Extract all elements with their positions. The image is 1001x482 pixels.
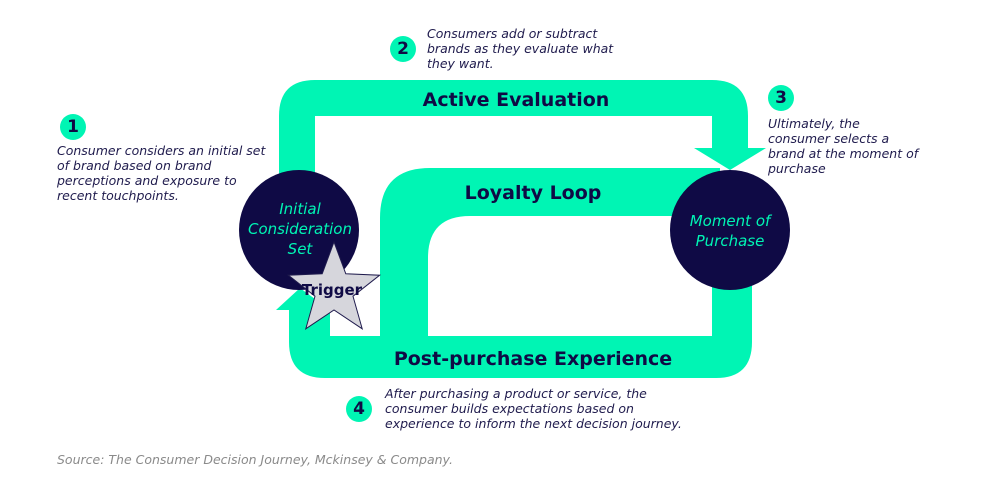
step-note-2: Consumers add or subtract brands as they… bbox=[427, 26, 613, 71]
trigger-star bbox=[286, 240, 382, 330]
step-badge-2: 2 bbox=[390, 36, 416, 62]
step-note-4: After purchasing a product or service, t… bbox=[385, 386, 682, 431]
initial-consideration-label-line-1: Initial bbox=[279, 200, 321, 218]
trigger-label: Trigger bbox=[302, 281, 363, 299]
note-line: of brand based on brand bbox=[57, 158, 212, 173]
step-note-1: Consumer considers an initial set of bra… bbox=[57, 143, 265, 203]
moment-of-purchase-label-line-1: Moment of bbox=[690, 212, 773, 230]
active-evaluation-band bbox=[279, 80, 766, 230]
moment-of-purchase-label-line-2: Purchase bbox=[696, 232, 765, 250]
moment-of-purchase-circle bbox=[670, 170, 790, 290]
loyalty-loop-band bbox=[380, 168, 720, 336]
step-note-3: Ultimately, the consumer selects a brand… bbox=[768, 116, 918, 176]
note-line: Ultimately, the bbox=[768, 116, 860, 131]
note-line: consumer builds expectations based on bbox=[385, 401, 634, 416]
post-purchase-label: Post-purchase Experience bbox=[394, 348, 672, 370]
loyalty-loop-label: Loyalty Loop bbox=[465, 182, 602, 204]
note-line: perceptions and exposure to bbox=[57, 173, 237, 188]
note-line: purchase bbox=[768, 161, 826, 176]
source-caption: Source: The Consumer Decision Journey, M… bbox=[57, 452, 453, 467]
note-line: experience to inform the next decision j… bbox=[385, 416, 682, 431]
step-badge-1: 1 bbox=[60, 114, 86, 140]
note-line: brands as they evaluate what bbox=[427, 41, 614, 56]
initial-consideration-label-line-3: Set bbox=[288, 240, 314, 258]
step-badge-4: 4 bbox=[346, 396, 372, 422]
note-line: consumer selects a bbox=[768, 131, 890, 146]
step-badge-3: 3 bbox=[768, 85, 794, 111]
initial-consideration-label-line-2: Consideration bbox=[248, 220, 352, 238]
post-purchase-band bbox=[276, 230, 752, 378]
note-line: After purchasing a product or service, t… bbox=[385, 386, 647, 401]
note-line: Consumers add or subtract bbox=[427, 26, 598, 41]
note-line: recent touchpoints. bbox=[57, 188, 179, 203]
active-evaluation-label: Active Evaluation bbox=[423, 89, 610, 111]
note-line: they want. bbox=[427, 56, 494, 71]
note-line: Consumer considers an initial set bbox=[57, 143, 266, 158]
note-line: brand at the moment of bbox=[768, 146, 919, 161]
